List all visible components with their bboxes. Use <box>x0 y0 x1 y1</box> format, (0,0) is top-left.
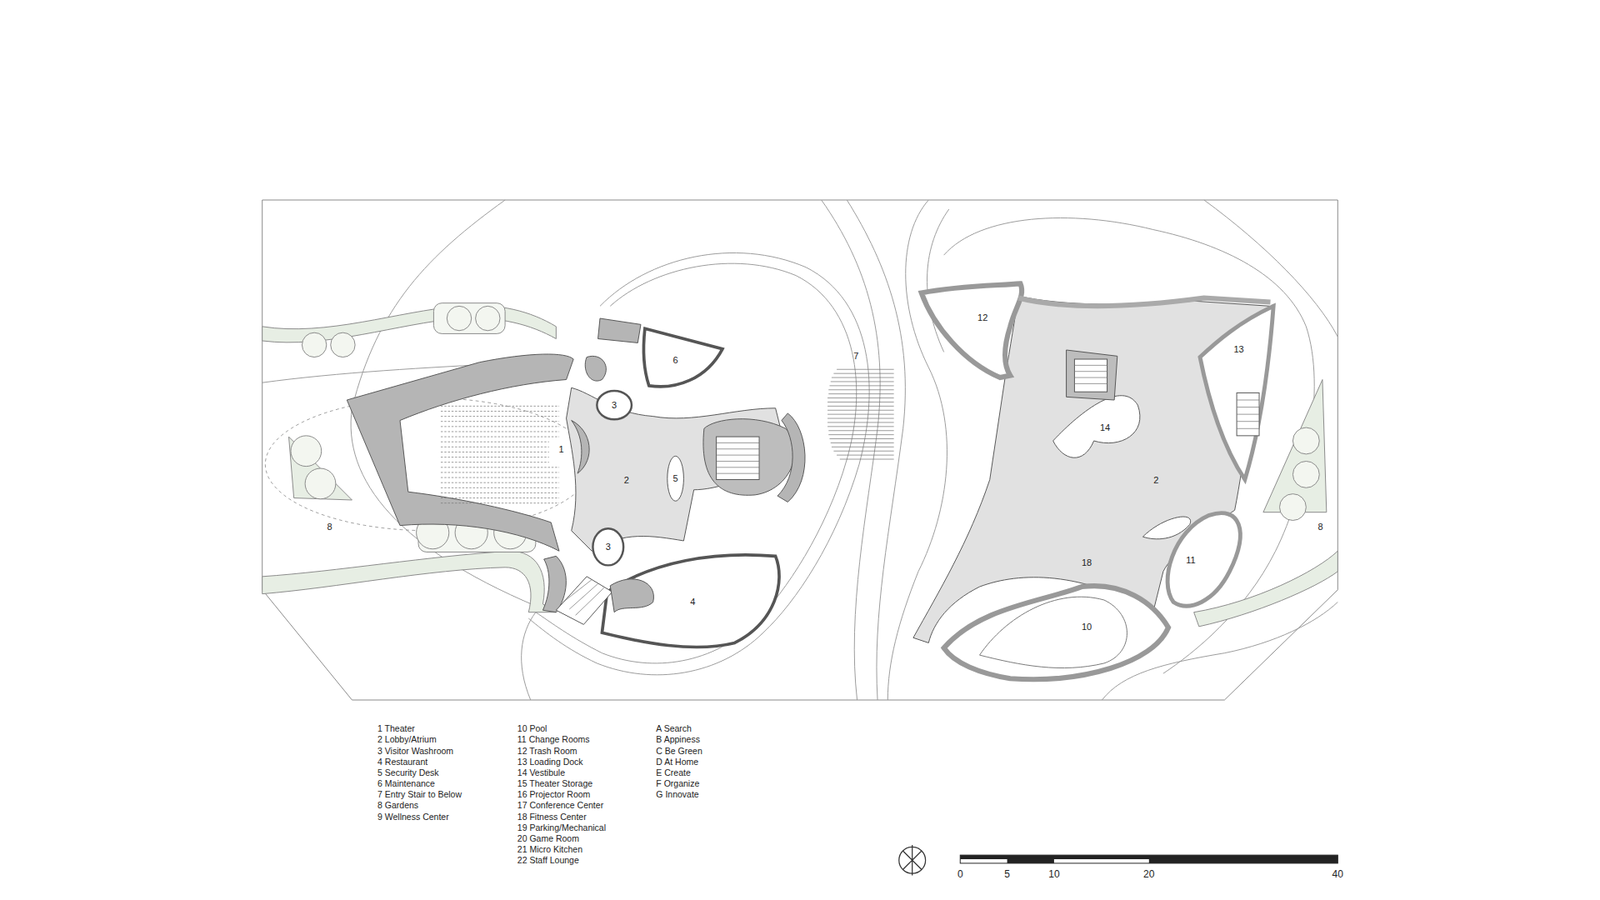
callout-number: 3 <box>611 400 617 410</box>
callout-number: 6 <box>673 355 679 365</box>
key-entry: 8 Gardens <box>377 800 419 810</box>
key-entry: 9 Wellness Center <box>377 811 450 821</box>
key-entry: 1 Theater <box>377 724 415 734</box>
scale-number: 20 <box>1143 869 1155 880</box>
callout-number: 10 <box>1081 621 1092 631</box>
key-entry: 3 Visitor Washroom <box>377 745 454 755</box>
callout-number: 13 <box>1233 344 1244 354</box>
scale-number: 10 <box>1048 869 1060 880</box>
key-entry: 19 Parking/Mechanical <box>517 823 606 833</box>
entry-stair <box>827 369 895 460</box>
callout-number: 3 <box>605 542 611 552</box>
callout-number: 11 <box>1185 555 1195 565</box>
north-arrow <box>899 845 926 876</box>
key-entry: 18 Fitness Center <box>517 811 587 821</box>
key-entry: 12 Trash Room <box>517 745 578 755</box>
key-entry: D At Home <box>655 757 699 767</box>
site-lines <box>262 200 1339 700</box>
key-entry: 4 Restaurant <box>377 757 428 767</box>
key-entry: 6 Maintenance <box>377 779 435 789</box>
key-entry: C Be Green <box>655 745 702 755</box>
key-entry: B Appiness <box>655 735 700 745</box>
scale-number: 5 <box>1004 869 1010 880</box>
key-entry: 5 Security Desk <box>377 768 440 778</box>
callout-number: 7 <box>853 351 859 361</box>
key-entry: 2 Lobby/Atrium <box>377 735 437 745</box>
key-entry: 13 Loading Dock <box>517 757 584 767</box>
key-entry: 16 Projector Room <box>517 790 591 800</box>
callout-number: 18 <box>1081 557 1092 567</box>
key-entry: 21 Micro Kitchen <box>517 845 583 855</box>
callout-number: 5 <box>673 474 679 484</box>
scale-number: 0 <box>957 869 964 880</box>
callout-number: 8 <box>326 521 332 531</box>
key-entry: A Search <box>655 724 692 734</box>
key-entry: G Innovate <box>655 790 699 800</box>
scale-bar <box>960 855 1338 864</box>
key-entry: E Create <box>655 768 690 778</box>
key-entry: 10 Pool <box>517 724 548 734</box>
right-building <box>913 283 1274 680</box>
left-building <box>346 318 894 647</box>
key-entry: F Organize <box>655 779 700 789</box>
key-entry: 15 Theater Storage <box>517 779 593 789</box>
callout-number: 12 <box>977 312 988 322</box>
callout-number: 2 <box>624 475 630 485</box>
key-entry: 7 Entry Stair to Below <box>377 790 462 800</box>
callout-number: 2 <box>1153 475 1159 485</box>
key-entry: 17 Conference Center <box>517 800 604 810</box>
key-entry: 20 Game Room <box>517 834 580 844</box>
key-entry: 22 Staff Lounge <box>517 855 580 865</box>
key-entry: 14 Vestibule <box>517 768 565 778</box>
callout-number: 4 <box>690 597 695 607</box>
callout-number: 14 <box>1100 423 1110 433</box>
key-entry: 11 Change Rooms <box>517 735 590 745</box>
callout-number: 8 <box>1317 521 1323 531</box>
callout-number: 1 <box>558 444 564 454</box>
scale-number: 40 <box>1332 869 1344 880</box>
